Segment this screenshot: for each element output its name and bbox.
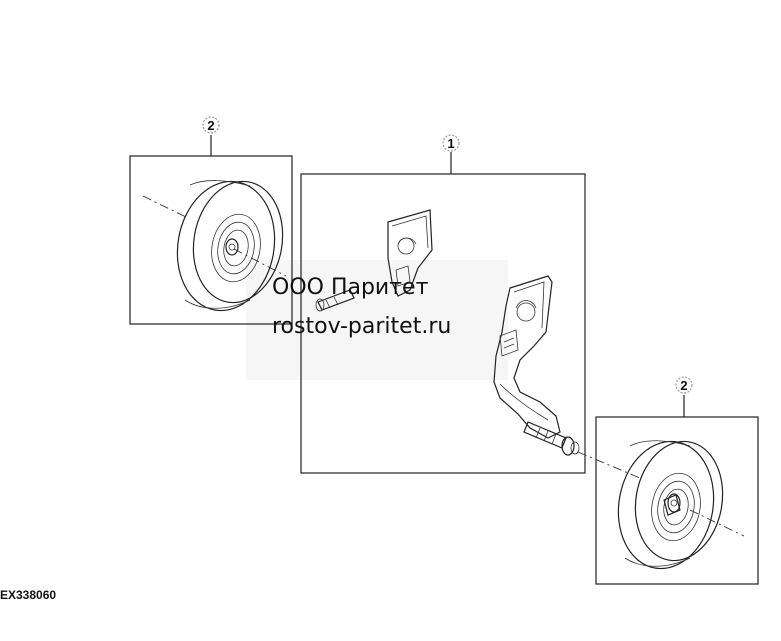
bracket-left-drawing	[315, 209, 433, 312]
wheel-right-group	[577, 395, 759, 585]
watermark-panel	[246, 260, 508, 380]
watermark: ООО Паритет rostov-paritet.ru	[272, 275, 451, 339]
callout-2-right-label: 2	[680, 378, 687, 393]
assembly-box	[300, 173, 586, 474]
watermark-line2: rostov-paritet.ru	[272, 314, 451, 339]
callout-2-right: 2	[675, 376, 693, 394]
bracket-right-drawing	[493, 275, 580, 456]
callout-1-label: 1	[447, 136, 454, 151]
callout-2-left-label: 2	[207, 118, 214, 133]
watermark-line1: ООО Паритет	[272, 275, 429, 300]
wheel-left-drawing	[176, 180, 284, 312]
callout-1: 1	[442, 134, 460, 152]
assembly-group	[300, 152, 586, 474]
figure-id: EX338060	[0, 588, 56, 602]
wheel-right-drawing	[617, 440, 724, 570]
wheel-right-box	[595, 416, 759, 585]
callout-2-left: 2	[202, 116, 220, 134]
wheel-left-group	[129, 135, 293, 325]
